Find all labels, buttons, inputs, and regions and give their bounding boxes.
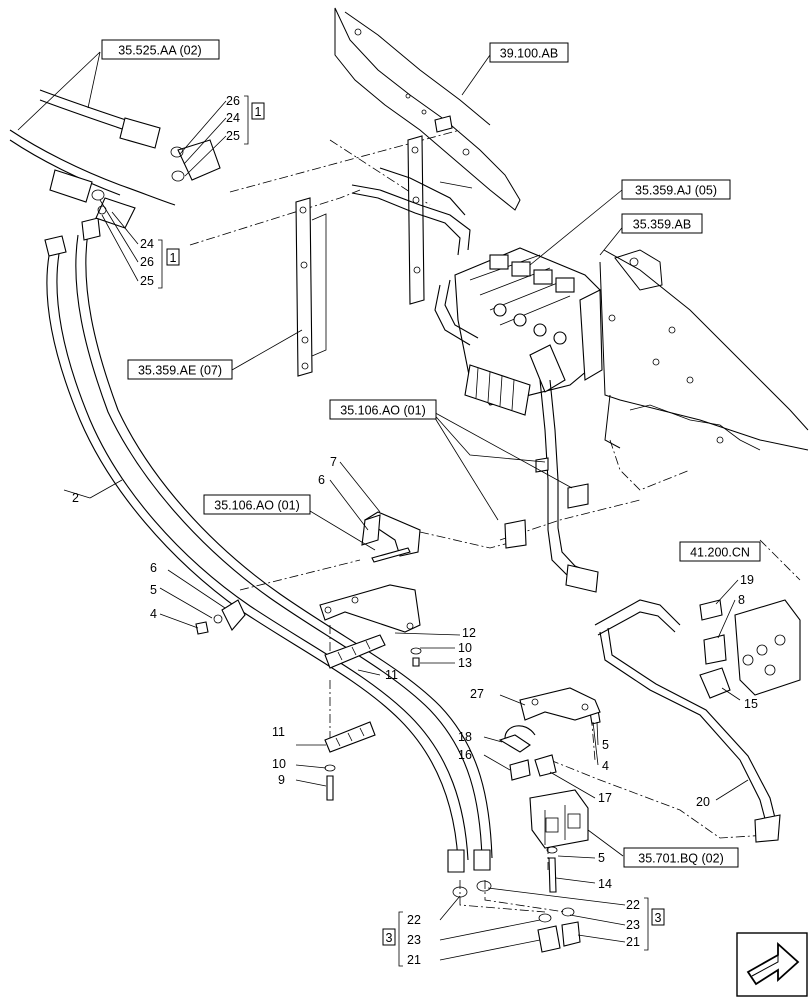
callout-10-upper: 10 [458, 641, 472, 655]
callout-21-left: 21 [407, 953, 421, 967]
callout-5-washer: 5 [150, 583, 157, 597]
ref-41200[interactable]: 41.200.CN [690, 546, 750, 560]
callout-17: 17 [598, 791, 612, 805]
block-41200 [734, 599, 801, 696]
kit-box-3-right [651, 908, 665, 926]
callout-26-upper: 26 [226, 94, 240, 108]
ref-35106-lower[interactable]: 35.106.AO (01) [214, 499, 299, 513]
callout-21-right: 21 [626, 935, 640, 949]
callout-6-bracket: 6 [318, 473, 325, 487]
bracket-plate [295, 115, 453, 377]
ref-35359aj[interactable]: 35.359.AJ (05) [635, 184, 717, 198]
callout-24-upper: 24 [226, 111, 240, 125]
bracket-7 [361, 511, 421, 563]
callout-13: 13 [458, 656, 472, 670]
kit-3-right: 3 [655, 911, 662, 925]
next-page-arrow-icon[interactable] [736, 932, 808, 997]
callout-27: 27 [470, 687, 484, 701]
callout-23-right: 23 [626, 918, 640, 932]
bracket-12 [319, 584, 421, 633]
callout-22-left: 22 [407, 913, 421, 927]
callout-6-clip: 6 [150, 561, 157, 575]
ref-box-35359aj[interactable] [621, 179, 731, 200]
valve-block [529, 789, 589, 849]
kit-1-upper: 1 [255, 105, 262, 119]
ref-39100[interactable]: 39.100.AB [500, 47, 558, 61]
kit-box-1-upper [251, 102, 265, 120]
hydraulic-hoses [44, 217, 493, 873]
upper-hoses [9, 89, 221, 229]
callout-10-lower: 10 [272, 757, 286, 771]
ref-box-35106-upper[interactable] [329, 399, 437, 420]
pipe-20 [594, 599, 781, 843]
callout-5-block: 5 [598, 851, 605, 865]
callout-4-bolt: 4 [150, 607, 157, 621]
ref-35701[interactable]: 35.701.BQ (02) [638, 852, 723, 866]
callout-25-lower: 25 [140, 274, 154, 288]
callout-20: 20 [696, 795, 710, 809]
tube-clamps [504, 483, 589, 549]
fittings-8-15-19 [699, 599, 731, 699]
ref-box-35359ab[interactable] [621, 213, 703, 234]
callout-8: 8 [738, 593, 745, 607]
ref-box-39100[interactable] [489, 42, 569, 63]
ref-box-35359ae[interactable] [127, 359, 233, 380]
ref-box-35106-lower[interactable] [203, 494, 311, 515]
callout-7: 7 [330, 455, 337, 469]
ref-35359ab[interactable]: 35.359.AB [633, 218, 691, 232]
callout-18: 18 [458, 730, 472, 744]
callout-26-lower: 26 [140, 255, 154, 269]
chassis-frame [334, 7, 809, 451]
callout-5-bracket: 5 [602, 738, 609, 752]
callout-2: 2 [72, 491, 79, 505]
ref-35106-upper[interactable]: 35.106.AO (01) [340, 404, 425, 418]
kit-1-lower: 1 [170, 251, 177, 265]
kit-box-1-lower [166, 248, 180, 266]
reference-boxes: 35.525.AA (02) 39.100.AB 35.359.AJ (05) … [101, 39, 761, 868]
callout-12: 12 [462, 626, 476, 640]
valve-tubes [351, 167, 599, 593]
fittings-16-17-18 [498, 725, 557, 781]
callout-15: 15 [744, 697, 758, 711]
callout-labels: 26 24 25 1 24 26 25 1 2 7 6 6 5 4 12 10 … [72, 94, 758, 967]
callout-22-right: 22 [626, 898, 640, 912]
ref-35525[interactable]: 35.525.AA (02) [118, 44, 201, 58]
ref-box-35701[interactable] [623, 847, 739, 868]
callout-16: 16 [458, 748, 472, 762]
callout-24-lower: 24 [140, 237, 154, 251]
leader-lines [17, 51, 749, 961]
kit-box-3-left [382, 928, 396, 946]
callout-14: 14 [598, 877, 612, 891]
ref-box-35525[interactable] [101, 39, 220, 60]
callout-11-upper: 11 [385, 668, 398, 682]
callout-19: 19 [740, 573, 754, 587]
callout-9: 9 [278, 773, 285, 787]
ref-box-41200[interactable] [679, 541, 761, 562]
callout-25-upper: 25 [226, 129, 240, 143]
callout-11-lower: 11 [272, 725, 285, 739]
clamp-11-lower [324, 721, 376, 753]
callout-23-left: 23 [407, 933, 421, 947]
ref-35359ae[interactable]: 35.359.AE (07) [138, 364, 222, 378]
kit-3-left: 3 [386, 931, 393, 945]
bottom-fittings [452, 880, 581, 953]
control-valve-assembly [454, 247, 603, 416]
callout-4-bracket: 4 [602, 759, 609, 773]
clamp-11-upper [324, 634, 386, 669]
bracket-27 [519, 687, 601, 721]
clip-6-washer-5-bolt-4 [195, 599, 246, 635]
